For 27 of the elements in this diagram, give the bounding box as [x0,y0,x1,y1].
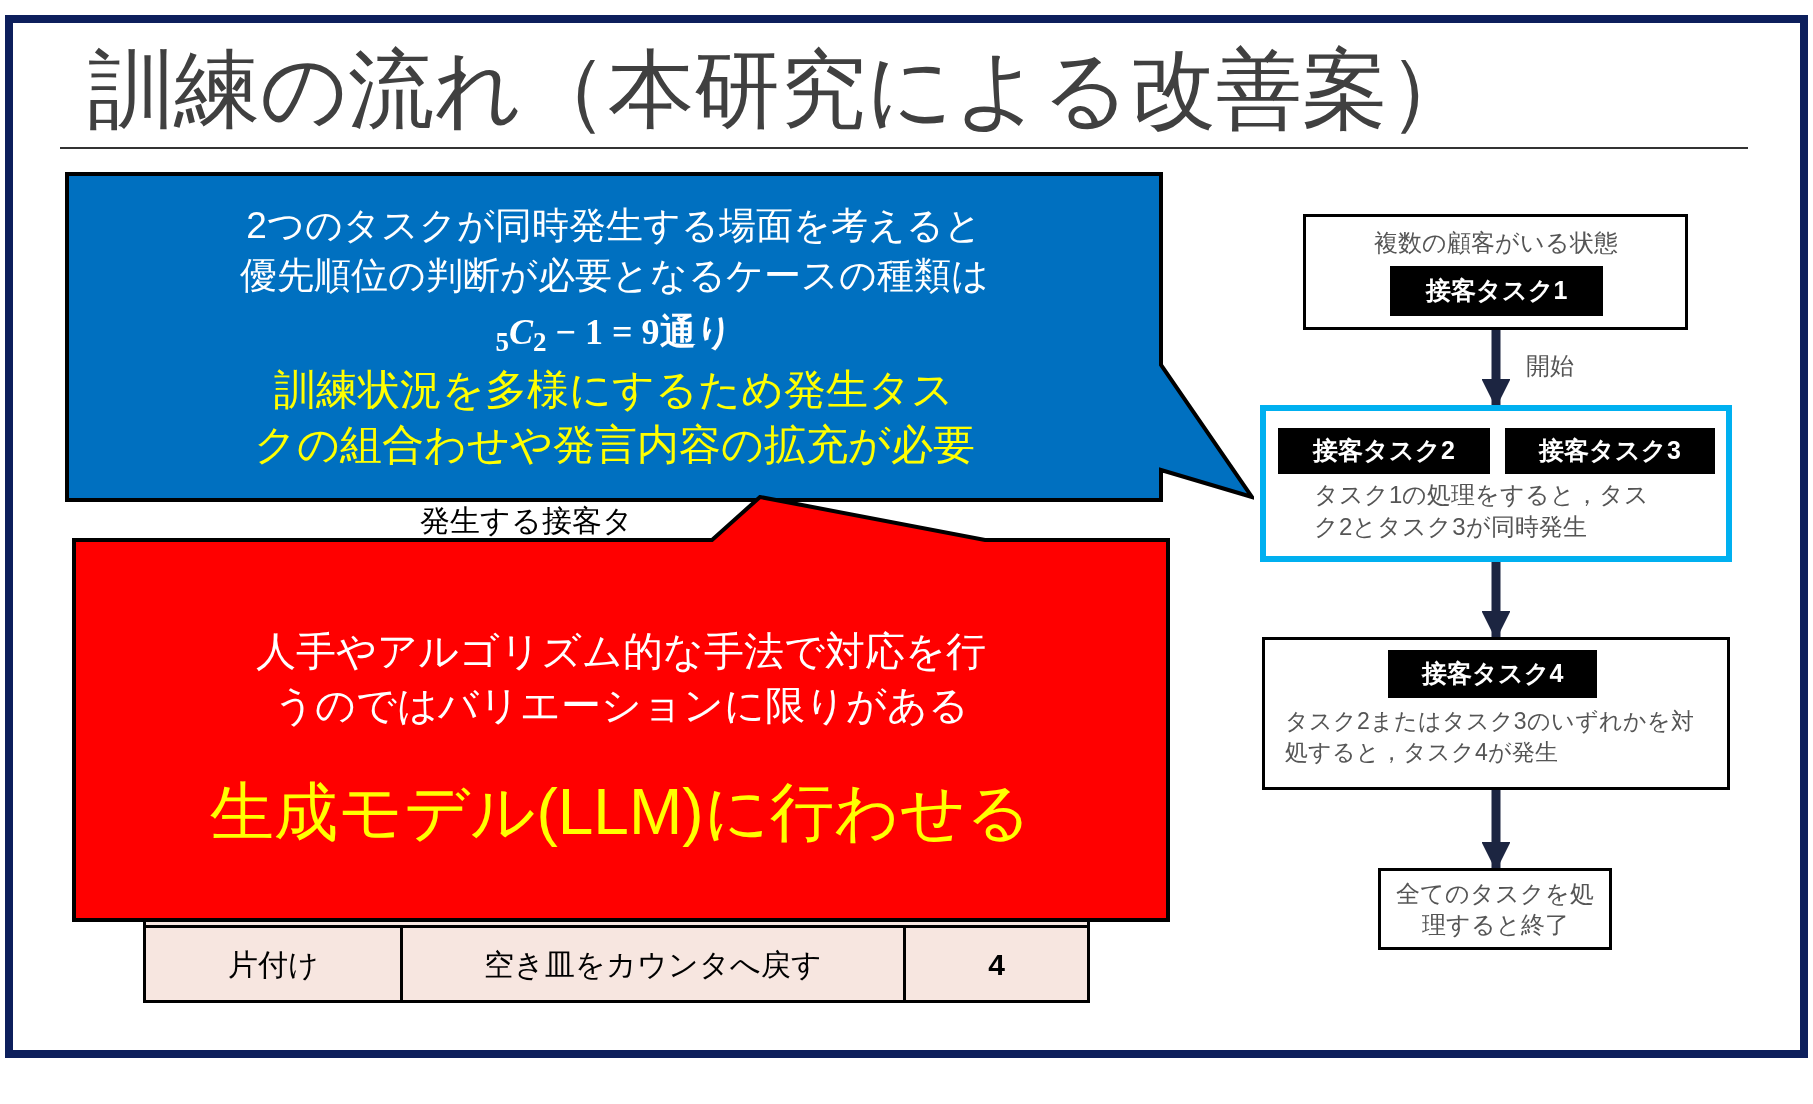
highlight-box [1260,405,1732,562]
emphasis-text: 生成モデル(LLM)に行わせる [210,775,1032,850]
task-label [1390,266,1603,316]
box-text: 接客タスク3 [1539,435,1681,467]
task-label [1505,428,1715,474]
callout-text: 2つのタスクが同時発生する場面を考えると優先順位の判断が必要となるケースの種類は [238,204,990,299]
process-box [1262,637,1730,790]
end-box [1378,868,1612,950]
formula: $_{5}$C$_{2}$ − 1 = 9通り [495,311,733,360]
task-label [1388,650,1597,698]
callout-text: 人手やアルゴリズム的な手法で対応を行うのではバリエーションに限りがある [255,628,987,729]
box-text: 接客タスク1 [1425,275,1568,307]
emphasis-text: 訓練状況を多様にするため発生タスクの組合わせや発言内容の拡充が必要 [252,365,976,470]
box-text: 接客タスク4 [1421,658,1564,690]
box-text: 接客タスク2 [1313,435,1455,467]
box-text: 複数の顧客がいる状態 [1373,228,1618,258]
partial-caption: 発生する接客タ [420,506,633,536]
task-label [1278,428,1490,474]
process-box [1303,214,1688,330]
speech-callout [72,495,1170,922]
edge-label: 開始 [1525,353,1574,378]
box-text: タスク1の処理をすると，タスク2とタスク3が同時発生 [1314,480,1651,543]
box-text: 全てのタスクを処理すると終了 [1395,878,1595,940]
speech-callout [65,172,1254,502]
box-text: タスク2またはタスク3のいずれかを対処すると，タスク4が発生 [1285,707,1695,768]
flow-arrow [1481,330,1511,408]
slide-title: 訓練の流れ（本研究による改善案） [88,40,1474,139]
